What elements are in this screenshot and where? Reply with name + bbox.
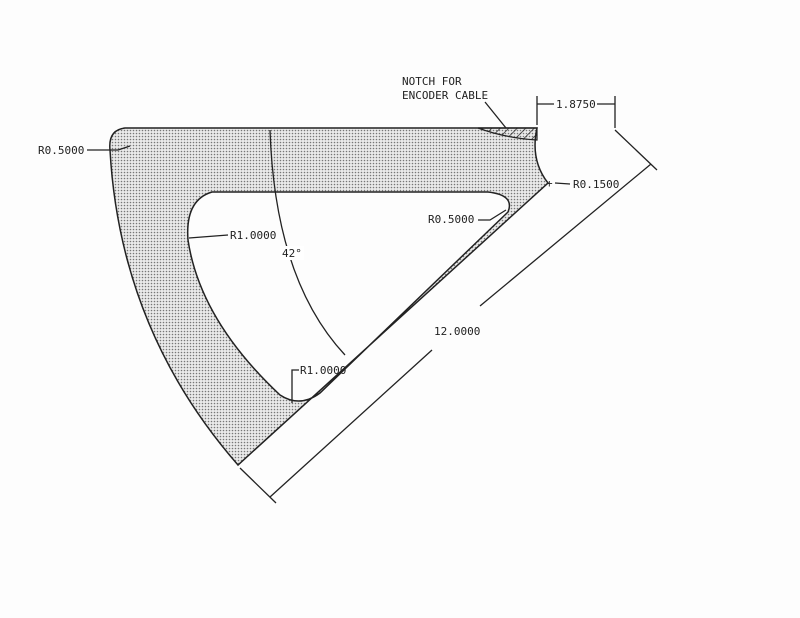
part-outline [109, 127, 550, 467]
angle-arc [269, 129, 346, 356]
center-mark: + [546, 177, 553, 190]
encoder-notch [477, 127, 538, 141]
radius-top-left: R0.5000 [38, 144, 84, 157]
leader-line [117, 145, 131, 151]
leader-line [188, 234, 229, 239]
angle-label: 42° [282, 247, 302, 260]
notch-leader [484, 101, 507, 129]
radius-inner-right: R0.5000 [428, 213, 474, 226]
radius-inner-bottom: R1.0000 [300, 364, 346, 377]
dimension-line [479, 163, 652, 307]
leader-line [554, 182, 571, 185]
leader-line [478, 209, 507, 221]
dim-length: 12.0000 [434, 325, 480, 338]
label-bg [280, 246, 304, 260]
leader-line [291, 369, 299, 403]
dim-notch-width: 1.8750 [556, 98, 596, 111]
radius-tip: R0.1500 [573, 178, 619, 191]
extension-line [239, 467, 277, 504]
notch-label-line1: NOTCH FOR [402, 75, 462, 88]
notch-label-line2: ENCODER CABLE [402, 89, 488, 102]
radius-inner-top-left: R1.0000 [230, 229, 276, 242]
extension-line [614, 129, 658, 171]
dimension-line [269, 349, 433, 498]
